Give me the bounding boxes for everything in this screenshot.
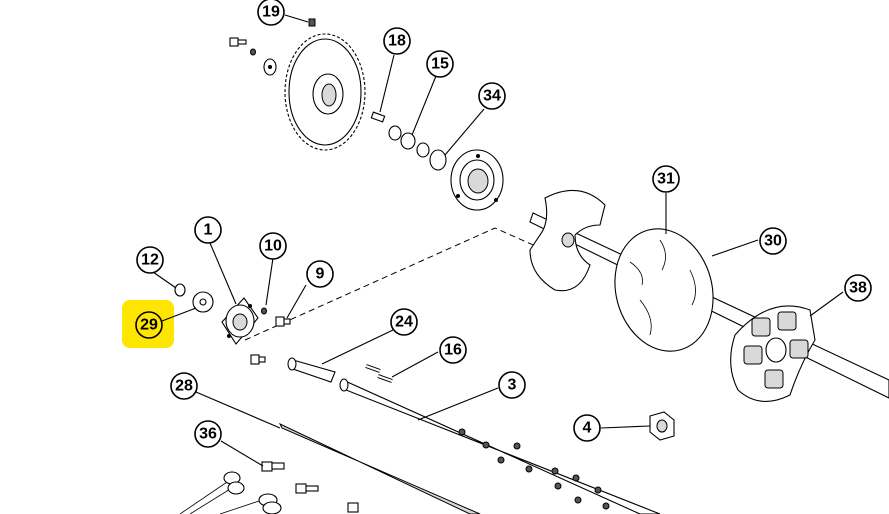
- callout-16-label: 16: [444, 342, 462, 359]
- bolt-part: [261, 461, 285, 472]
- callout-36-label: 36: [199, 426, 217, 443]
- spacer-washer-part: [416, 142, 430, 158]
- left-bearing-assembly: [174, 283, 291, 365]
- callout-38-label: 38: [849, 280, 867, 297]
- callout-28-label: 28: [175, 378, 193, 395]
- bolt-part: [347, 502, 359, 513]
- bearing-flange-part: [450, 149, 504, 211]
- long-shaft-part: [339, 378, 661, 514]
- stub-shaft-part: [287, 357, 336, 383]
- assembly-guide-line: [244, 227, 541, 341]
- callout-30[interactable]: 30: [759, 227, 787, 255]
- bolt-part: [295, 483, 319, 494]
- callout-18[interactable]: 18: [383, 27, 411, 55]
- spacer-washer-part: [388, 125, 402, 141]
- callout-1-label: 1: [204, 222, 213, 239]
- callout-31-label: 31: [657, 171, 675, 188]
- spacer-washer-part: [400, 132, 416, 150]
- callout-34[interactable]: 34: [478, 82, 506, 110]
- callout-3[interactable]: 3: [498, 371, 526, 399]
- callout-10-label: 10: [264, 238, 282, 255]
- callout-16[interactable]: 16: [439, 336, 467, 364]
- spacer-washer-part: [429, 149, 447, 171]
- callout-10[interactable]: 10: [259, 232, 287, 260]
- callout-4[interactable]: 4: [573, 414, 601, 442]
- hub-plate-part: [529, 189, 606, 292]
- bolt-part: [275, 316, 291, 327]
- callout-38[interactable]: 38: [844, 274, 872, 302]
- flat-bar-part: [278, 422, 481, 514]
- callout-3-label: 3: [508, 377, 517, 394]
- hex-nut-part: [649, 411, 675, 441]
- key-pin-part: [370, 111, 386, 123]
- callout-19-label: 19: [262, 4, 280, 21]
- set-screw-part: [308, 18, 316, 27]
- shaft-fasteners: [458, 428, 610, 510]
- rotor-cluster-part: [730, 305, 816, 402]
- callout-12[interactable]: 12: [136, 246, 164, 274]
- callout-18-label: 18: [388, 33, 406, 50]
- callout-24-label: 24: [395, 314, 413, 331]
- callout-1[interactable]: 1: [194, 216, 222, 244]
- callout-29-label: 29: [140, 317, 158, 334]
- callout-30-label: 30: [764, 233, 782, 250]
- callout-9-label: 9: [316, 266, 325, 283]
- o-ring-part: [174, 283, 186, 297]
- washer-hole: [268, 65, 272, 69]
- callout-31[interactable]: 31: [652, 165, 680, 193]
- callout-28[interactable]: 28: [170, 372, 198, 400]
- flange-bearing-part: [221, 297, 259, 345]
- callout-34-label: 34: [483, 88, 501, 105]
- callout-24[interactable]: 24: [390, 308, 418, 336]
- callout-12-label: 12: [141, 252, 159, 269]
- callout-36[interactable]: 36: [194, 420, 222, 448]
- callout-19[interactable]: 19: [257, 0, 285, 26]
- sprocket-part: [284, 33, 366, 151]
- spring-part: [179, 471, 245, 514]
- callout-29-highlight: [122, 300, 174, 348]
- rotor-disc-part: [614, 228, 714, 352]
- leader-lines: [152, 14, 844, 467]
- bolt-part: [250, 354, 266, 365]
- callout-9[interactable]: 9: [306, 260, 334, 288]
- spring-part: [219, 493, 282, 514]
- lock-washer-part: [261, 307, 267, 315]
- sprocket-assembly: [229, 18, 504, 211]
- callout-29[interactable]: 29: [135, 311, 163, 339]
- rotor-assembly: [529, 189, 889, 402]
- callout-15-label: 15: [431, 56, 449, 73]
- bolt-part: [229, 37, 247, 47]
- lock-washer-part: [250, 48, 256, 56]
- callout-4-label: 4: [583, 420, 592, 437]
- callout-15[interactable]: 15: [426, 50, 454, 78]
